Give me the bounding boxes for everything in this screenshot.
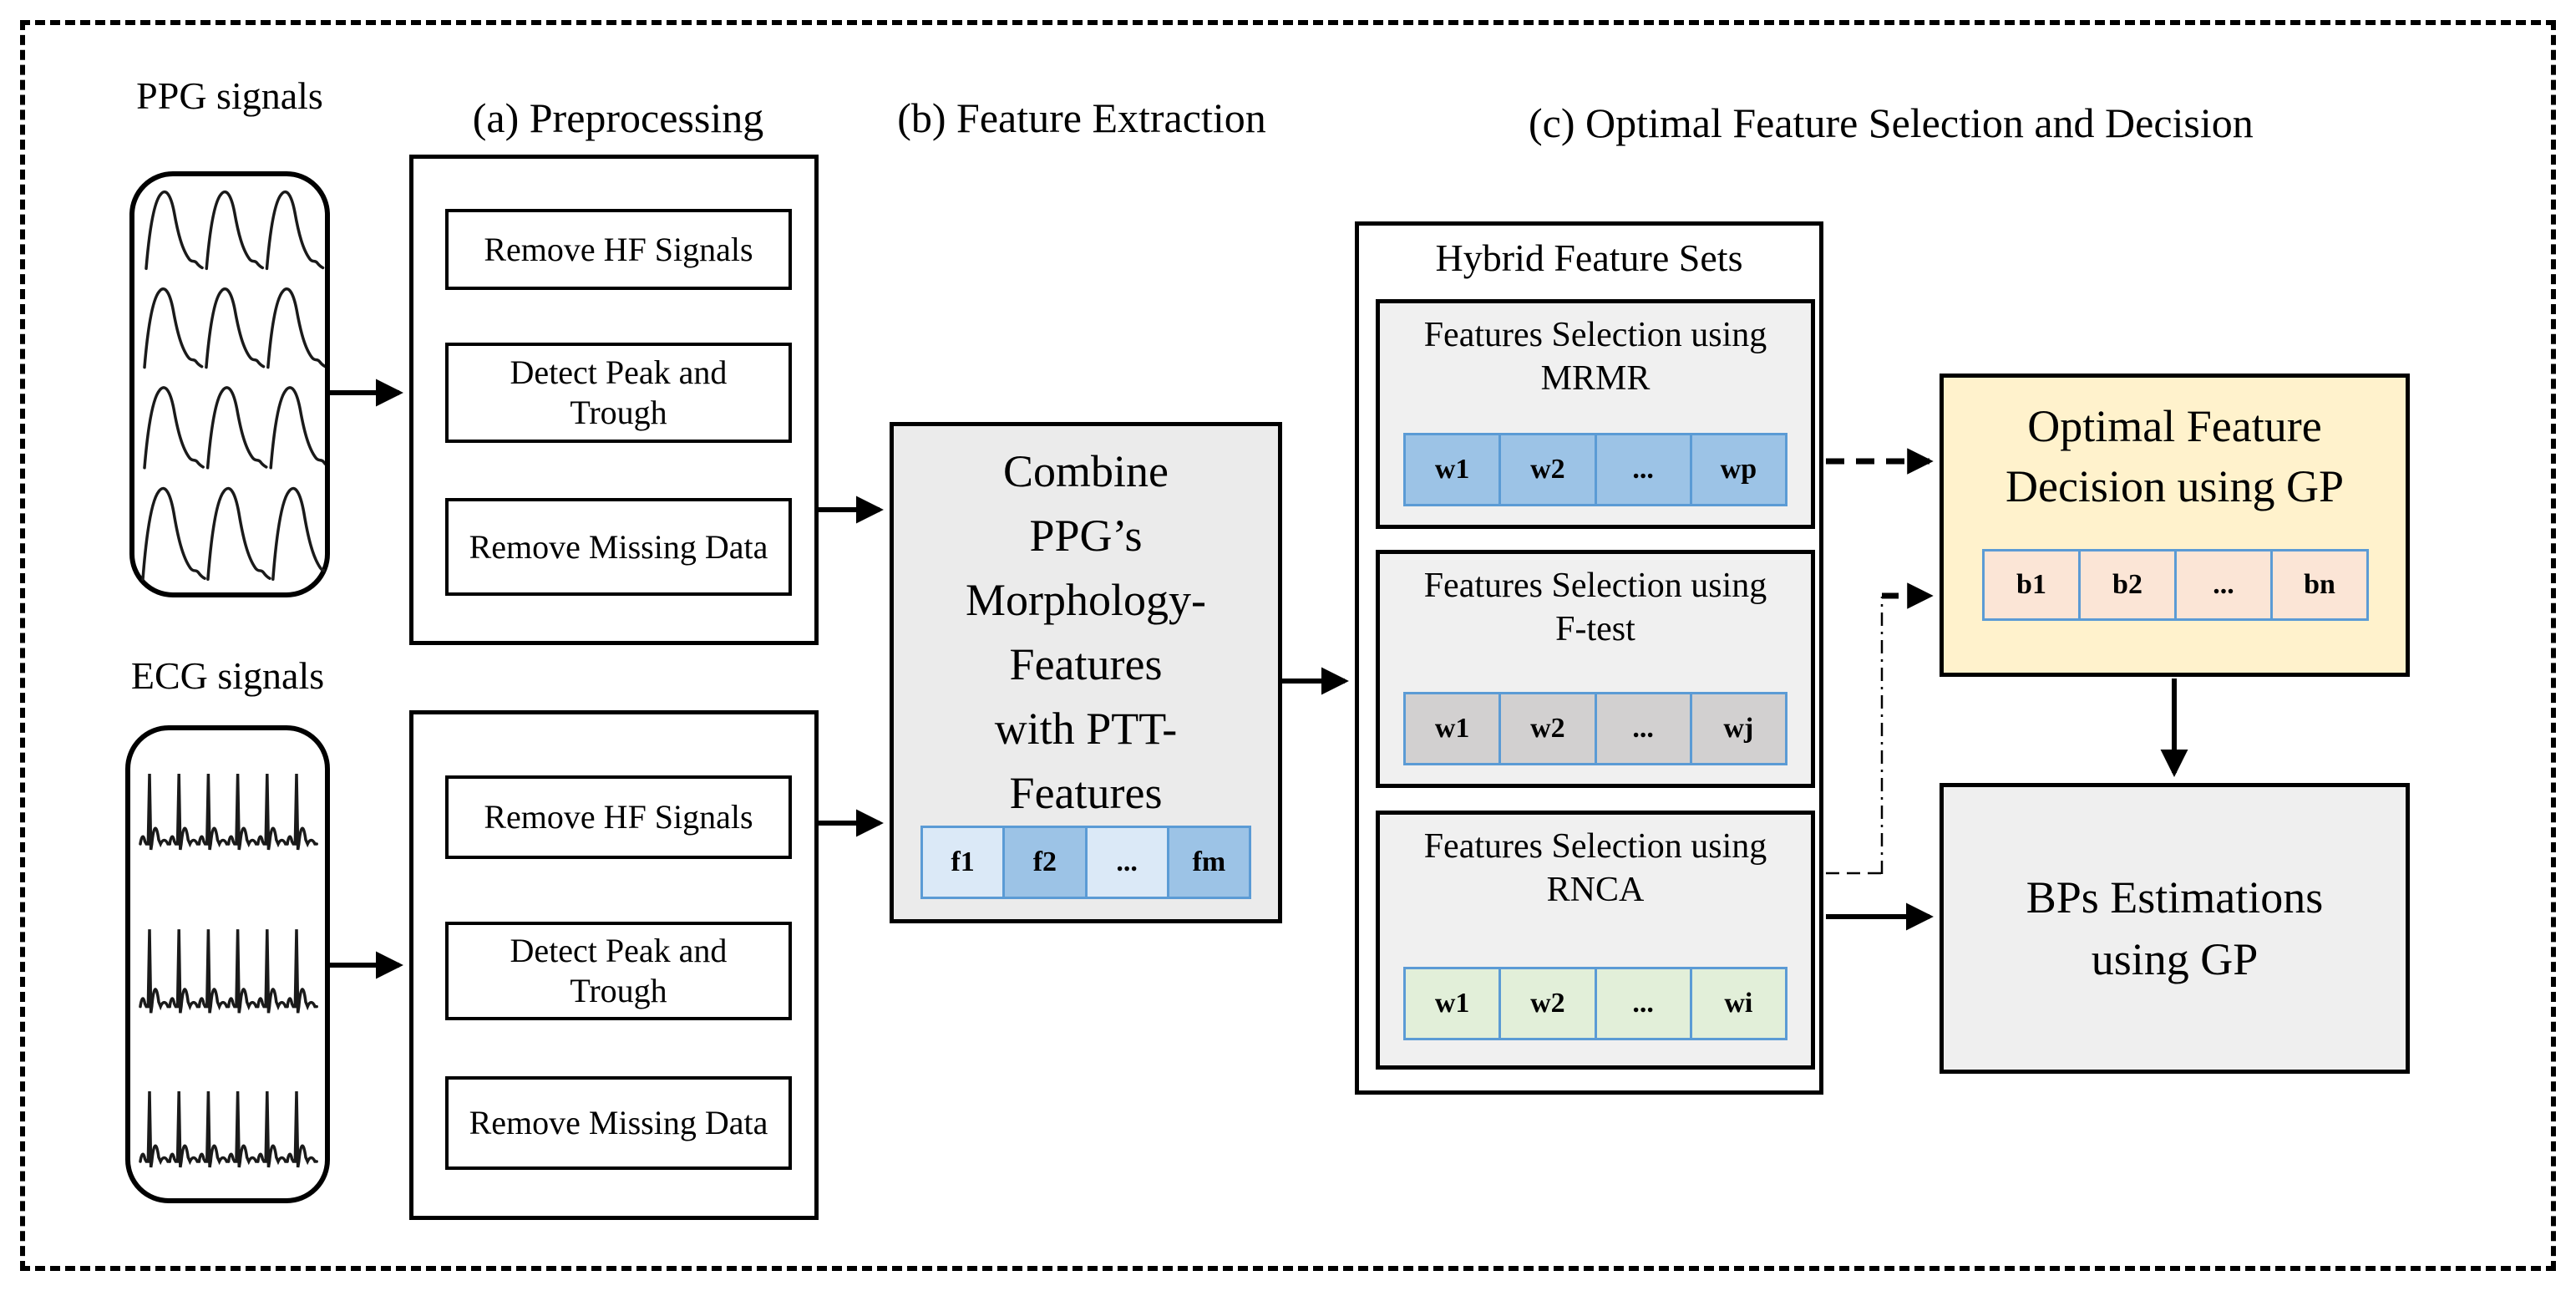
weight-cell: w2: [1498, 967, 1597, 1040]
ecg-waveform: [139, 772, 319, 1169]
ppg-signals-label: PPG signals: [136, 74, 323, 117]
step-remove-hf-ecg: Remove HF Signals: [445, 775, 792, 859]
step-detect-peak-ecg: Detect Peak and Trough: [445, 922, 792, 1020]
ftest-weight-row: w1 w2 ... wj: [1403, 692, 1787, 765]
ppg-signal-panel: [129, 171, 330, 597]
ppg-waveform: [141, 191, 325, 582]
step-label: Detect Peak and Trough: [510, 353, 728, 431]
diagram-border: [20, 20, 2556, 1271]
selector-mrmr-box: Features Selection using MRMR w1 w2 ... …: [1376, 299, 1815, 529]
step-detect-peak-ppg: Detect Peak and Trough: [445, 343, 792, 443]
hybrid-feature-sets-box: Hybrid Feature Sets Features Selection u…: [1355, 221, 1823, 1095]
feature-cell: f1: [920, 826, 1006, 899]
step-remove-missing-ecg: Remove Missing Data: [445, 1076, 792, 1170]
weight-cell: w2: [1498, 433, 1597, 506]
combine-features-box: Combine PPG’s Morphology- Features with …: [890, 422, 1282, 923]
decision-vector-row: b1 b2 ... bn: [1982, 549, 2369, 621]
hybrid-feature-sets-title: Hybrid Feature Sets: [1435, 236, 1743, 279]
step-remove-hf-ppg: Remove HF Signals: [445, 209, 792, 290]
section-a-header: (a) Preprocessing: [472, 94, 764, 141]
decision-cell: bn: [2270, 549, 2369, 621]
decision-cell: b1: [1982, 549, 2081, 621]
ecg-signal-panel: [125, 725, 330, 1203]
weight-cell: w1: [1403, 692, 1502, 765]
weight-cell: w2: [1498, 692, 1597, 765]
weight-cell: w1: [1403, 967, 1502, 1040]
selector-rnca-title: Features Selection using RNCA: [1423, 827, 1767, 909]
weight-cell: ...: [1594, 967, 1692, 1040]
feature-cell: ...: [1084, 826, 1169, 899]
selector-mrmr-title: Features Selection using MRMR: [1423, 316, 1767, 398]
decision-cell: b2: [2078, 549, 2177, 621]
decision-cell: ...: [2174, 549, 2273, 621]
bps-estimation-title: BPs Estimations using GP: [2026, 872, 2324, 984]
step-label: Remove Missing Data: [469, 1104, 768, 1141]
step-label: Remove Missing Data: [469, 527, 768, 566]
weight-cell: ...: [1594, 692, 1692, 765]
weight-cell: wp: [1689, 433, 1787, 506]
ecg-signals-label: ECG signals: [130, 654, 325, 697]
step-label: Remove HF Signals: [484, 798, 753, 836]
weight-cell: wi: [1689, 967, 1787, 1040]
optimal-feature-decision-title: Optimal Feature Decision using GP: [2006, 401, 2344, 511]
step-remove-missing-ppg: Remove Missing Data: [445, 498, 792, 596]
weight-cell: wj: [1689, 692, 1787, 765]
feature-cell: f2: [1002, 826, 1088, 899]
feature-vector-row: f1 f2 ... fm: [920, 826, 1251, 899]
step-label: Remove HF Signals: [484, 230, 753, 268]
selector-ftest-box: Features Selection using F-test w1 w2 ..…: [1376, 550, 1815, 788]
optimal-feature-decision-box: Optimal Feature Decision using GP b1 b2 …: [1940, 374, 2410, 677]
weight-cell: w1: [1403, 433, 1502, 506]
selector-rnca-box: Features Selection using RNCA w1 w2 ... …: [1376, 811, 1815, 1070]
section-b-header: (b) Feature Extraction: [897, 94, 1266, 141]
step-label: Detect Peak and Trough: [510, 932, 728, 1009]
weight-cell: ...: [1594, 433, 1692, 506]
selector-ftest-title: Features Selection using F-test: [1423, 567, 1767, 648]
feature-cell: fm: [1166, 826, 1251, 899]
bps-estimation-box: BPs Estimations using GP: [1940, 783, 2410, 1074]
section-c-header: (c) Optimal Feature Selection and Decisi…: [1529, 99, 2254, 146]
mrmr-weight-row: w1 w2 ... wp: [1403, 433, 1787, 506]
combine-features-title: Combine PPG’s Morphology- Features with …: [966, 446, 1206, 818]
rnca-weight-row: w1 w2 ... wi: [1403, 967, 1787, 1040]
